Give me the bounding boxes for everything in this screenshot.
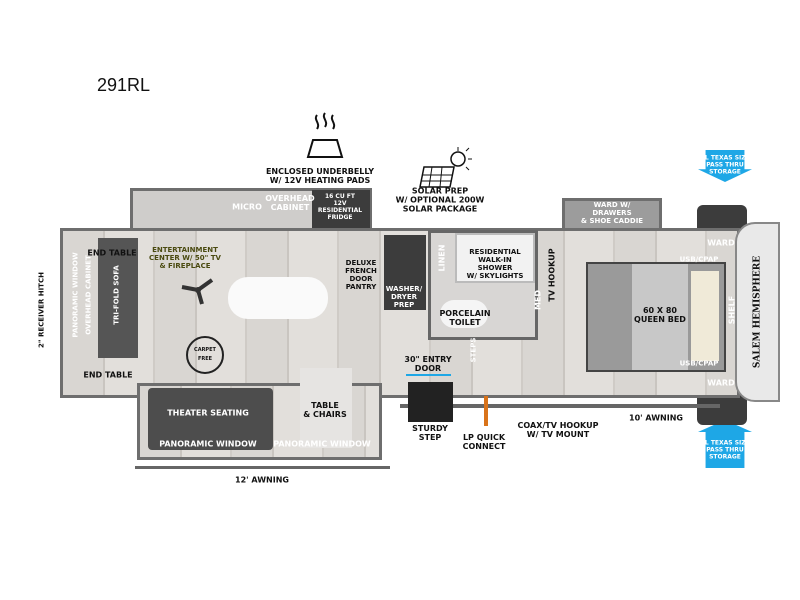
washer-label: WASHER/ DRYER PREP: [385, 285, 423, 309]
carpet-free-label: CARPET FREE: [194, 347, 216, 362]
solar-label: SOLAR PREP W/ OPTIONAL 200W SOLAR PACKAG…: [395, 186, 485, 214]
bed-mattress: [632, 264, 688, 370]
linen-label: LINEN: [437, 244, 447, 272]
kitchen-island: [228, 277, 328, 319]
storage-bottom-label: XL TEXAS SIZE PASS THRU STORAGE: [700, 439, 750, 461]
storage-bottom-arrow: [698, 420, 752, 468]
table-label: TABLE & CHAIRS: [303, 401, 347, 419]
sturdy-step-label: STURDY STEP: [412, 424, 448, 442]
sofa-label: TRI-FOLD SOFA: [112, 265, 121, 325]
shower: [455, 233, 535, 283]
ward-slide: [562, 198, 662, 233]
overhead-cabinet-label: OVERHEAD CABINET: [265, 194, 315, 212]
entry-door-label: 30" ENTRY DOOR: [404, 355, 452, 373]
end-table-bottom-label: END TABLE: [83, 370, 133, 380]
heat-icon: [306, 112, 344, 158]
awning-bottom-rail: [400, 404, 720, 408]
front-cap: [735, 222, 780, 402]
theater-label: THEATER SEATING: [167, 408, 249, 418]
usb-top-label: USB/CPAP: [679, 255, 719, 264]
shower-label: RESIDENTIAL WALK-IN SHOWER W/ SKYLIGHTS: [466, 248, 524, 280]
usb-bottom-label: USB/CPAP: [679, 359, 719, 368]
pantry: [384, 235, 426, 310]
entertainment-label: ENTERTAINMENT CENTER W/ 50" TV & FIREPLA…: [149, 246, 221, 270]
storage-top-label: XL TEXAS SIZE PASS THRU STORAGE: [700, 154, 750, 176]
fridge: [312, 190, 370, 228]
pano-2-label: PANORAMIC WINDOW: [273, 439, 371, 449]
lp-label: LP QUICK CONNECT: [462, 433, 506, 451]
pantry-label: DELUXE FRENCH DOOR PANTRY: [345, 259, 377, 291]
model-title: 291RL: [97, 75, 151, 95]
entry-door-marker: [406, 374, 451, 376]
solar-panel-icon: [419, 147, 472, 188]
awning-12-label: 12' AWNING: [235, 475, 289, 485]
fridge-label: 16 CU FT 12V RESIDENTIAL FRIDGE: [317, 193, 363, 221]
pano-left-label: PANORAMIC WINDOW: [71, 252, 80, 338]
micro-label: MICRO: [232, 202, 262, 212]
shelf-label: SHELF: [727, 295, 737, 325]
steps-label: STEPS: [469, 337, 478, 363]
theater-seating: [148, 388, 273, 450]
end-table-top-label: END TABLE: [87, 248, 137, 258]
med-label: MED: [533, 289, 543, 311]
hitch-label: 2" RECEIVER HITCH: [37, 272, 46, 348]
dining-table: [300, 368, 352, 448]
carpet-free-badge: [186, 336, 224, 374]
salem-logo: SALEM HEMISPHERE: [752, 255, 763, 369]
coax-label: COAX/TV HOOKUP W/ TV MOUNT: [517, 421, 599, 439]
toilet: [440, 300, 488, 328]
underbelly-label: ENCLOSED UNDERBELLY W/ 12V HEATING PADS: [265, 167, 375, 185]
lp-connector: [484, 396, 488, 426]
entry-step: [408, 382, 453, 422]
ward-drawers-label: WARD W/ DRAWERS & SHOE CADDIE: [580, 201, 644, 225]
pano-1-label: PANORAMIC WINDOW: [159, 439, 257, 449]
toilet-label: PORCELAIN TOILET: [439, 309, 491, 327]
ceiling-fan-icon: [181, 278, 214, 305]
tv-hookup-label: TV HOOKUP: [547, 248, 557, 302]
awning-10-label: 10' AWNING: [629, 413, 683, 423]
awning-left-rail: [135, 466, 390, 469]
bed-label: 60 X 80 QUEEN BED: [634, 306, 686, 324]
overhead-left-label: OVERHEAD CABINET: [84, 255, 93, 335]
pillows: [690, 270, 720, 362]
sofa: [98, 238, 138, 358]
ward-top-label: WARD: [707, 238, 735, 248]
ward-bottom-label: WARD: [707, 378, 735, 388]
